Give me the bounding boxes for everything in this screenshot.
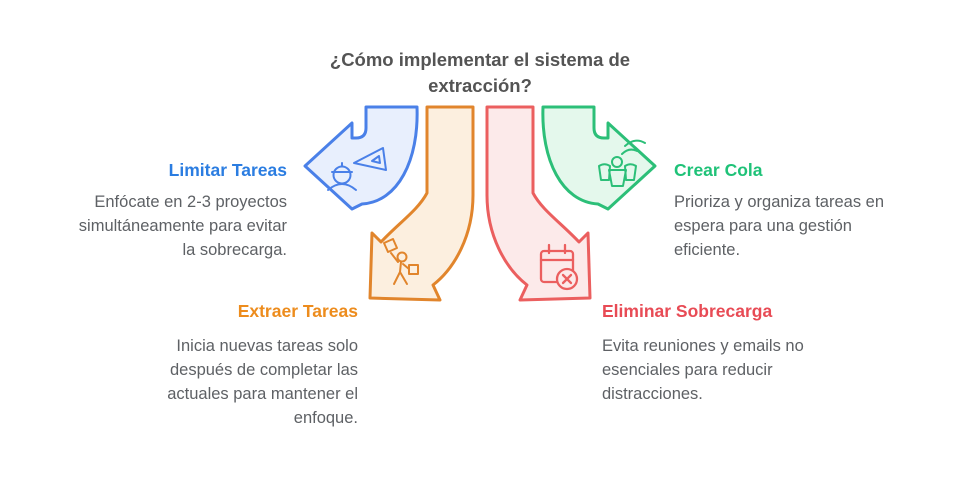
step-description-eliminar-sobrecarga: Evita reuniones y emails no esenciales p…	[602, 337, 804, 403]
calendar-cancel-icon	[539, 243, 579, 291]
page-title: ¿Cómo implementar el sistema de extracci…	[329, 49, 631, 96]
step-description-extraer-tareas: Inicia nuevas tareas solo después de com…	[167, 337, 358, 427]
x-mark	[561, 273, 573, 285]
step-label-limitar-tareas: Limitar Tareas	[168, 160, 287, 180]
step-description-crear-cola: Prioriza y organiza tareas en espera par…	[674, 193, 885, 259]
step-label-crear-cola: Crear Cola	[674, 160, 763, 180]
arrow-extraer-tareas	[368, 105, 475, 302]
people-queue-icon	[598, 139, 646, 187]
step-label-extraer-tareas: Extraer Tareas	[237, 301, 358, 321]
person-carrying-boxes-icon	[383, 238, 419, 285]
step-description-limitar-tareas: Enfócate en 2-3 proyectos simultáneament…	[78, 193, 287, 259]
engineer-with-set-square-icon	[327, 147, 387, 191]
arrow-limitar-tareas	[303, 105, 419, 211]
arrow-crear-cola	[541, 105, 657, 211]
step-label-eliminar-sobrecarga: Eliminar Sobrecarga	[602, 301, 773, 321]
